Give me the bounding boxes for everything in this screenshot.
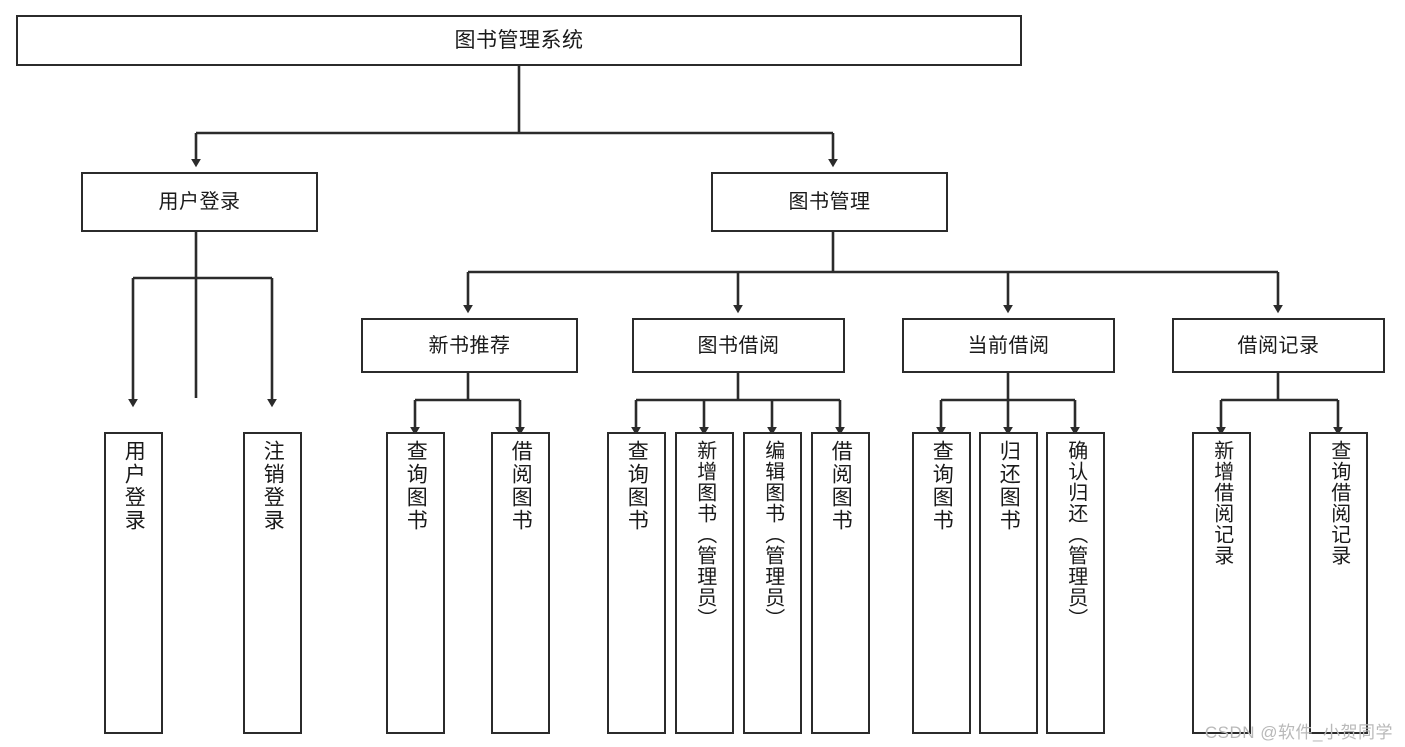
node-leaf-query-book-borrow[interactable]: 查询图书 <box>607 432 666 734</box>
node-leaf-query-book-borrow-label: 查询图书 <box>625 440 649 532</box>
node-leaf-add-borrow-record-label: 新增借阅记录 <box>1210 440 1233 566</box>
node-new-book-recommendation[interactable]: 新书推荐 <box>361 318 578 373</box>
node-leaf-query-book-current[interactable]: 查询图书 <box>912 432 971 734</box>
node-leaf-confirm-return-admin[interactable]: 确认归还（管理员） <box>1046 432 1105 734</box>
node-user-login-label: 用户登录 <box>158 191 241 213</box>
node-leaf-borrow-book-label: 借阅图书 <box>829 440 853 532</box>
node-leaf-borrow-book[interactable]: 借阅图书 <box>811 432 870 734</box>
node-leaf-borrow-book-recommend-label: 借阅图书 <box>509 440 533 532</box>
node-current-borrowing-label: 当前借阅 <box>967 334 1050 357</box>
node-leaf-borrow-book-recommend[interactable]: 借阅图书 <box>491 432 550 734</box>
node-leaf-query-book-recommend[interactable]: 查询图书 <box>386 432 445 734</box>
node-leaf-user-login[interactable]: 用户登录 <box>104 432 163 734</box>
node-leaf-logout[interactable]: 注销登录 <box>243 432 302 734</box>
node-borrowing-record-label: 借阅记录 <box>1237 334 1320 357</box>
node-book-management-label: 图书管理 <box>788 191 871 213</box>
node-leaf-edit-book-admin[interactable]: 编辑图书（管理员） <box>743 432 802 734</box>
node-root-label: 图书管理系统 <box>454 29 584 52</box>
node-current-borrowing[interactable]: 当前借阅 <box>902 318 1115 373</box>
node-leaf-query-borrow-record-label: 查询借阅记录 <box>1327 440 1350 566</box>
node-leaf-add-book-admin-label: 新增图书（管理员） <box>693 440 716 629</box>
node-leaf-add-borrow-record[interactable]: 新增借阅记录 <box>1192 432 1251 734</box>
node-leaf-edit-book-admin-label: 编辑图书（管理员） <box>761 440 784 629</box>
node-book-management[interactable]: 图书管理 <box>711 172 948 232</box>
node-root-book-management-system[interactable]: 图书管理系统 <box>16 15 1022 66</box>
node-leaf-user-login-label: 用户登录 <box>122 440 146 532</box>
node-leaf-query-book-recommend-label: 查询图书 <box>404 440 428 532</box>
node-borrowing-record[interactable]: 借阅记录 <box>1172 318 1385 373</box>
node-user-login[interactable]: 用户登录 <box>81 172 318 232</box>
node-leaf-return-book-label: 归还图书 <box>997 440 1021 532</box>
node-book-borrowing[interactable]: 图书借阅 <box>632 318 845 373</box>
node-new-book-recommendation-label: 新书推荐 <box>428 334 511 357</box>
node-leaf-add-book-admin[interactable]: 新增图书（管理员） <box>675 432 734 734</box>
node-book-borrowing-label: 图书借阅 <box>697 334 780 357</box>
node-leaf-return-book[interactable]: 归还图书 <box>979 432 1038 734</box>
node-leaf-query-book-current-label: 查询图书 <box>930 440 954 532</box>
node-leaf-confirm-return-admin-label: 确认归还（管理员） <box>1064 440 1087 629</box>
watermark-text: CSDN @软件_小贺同学 <box>1204 723 1393 742</box>
node-leaf-logout-label: 注销登录 <box>261 440 285 532</box>
node-leaf-query-borrow-record[interactable]: 查询借阅记录 <box>1309 432 1368 734</box>
